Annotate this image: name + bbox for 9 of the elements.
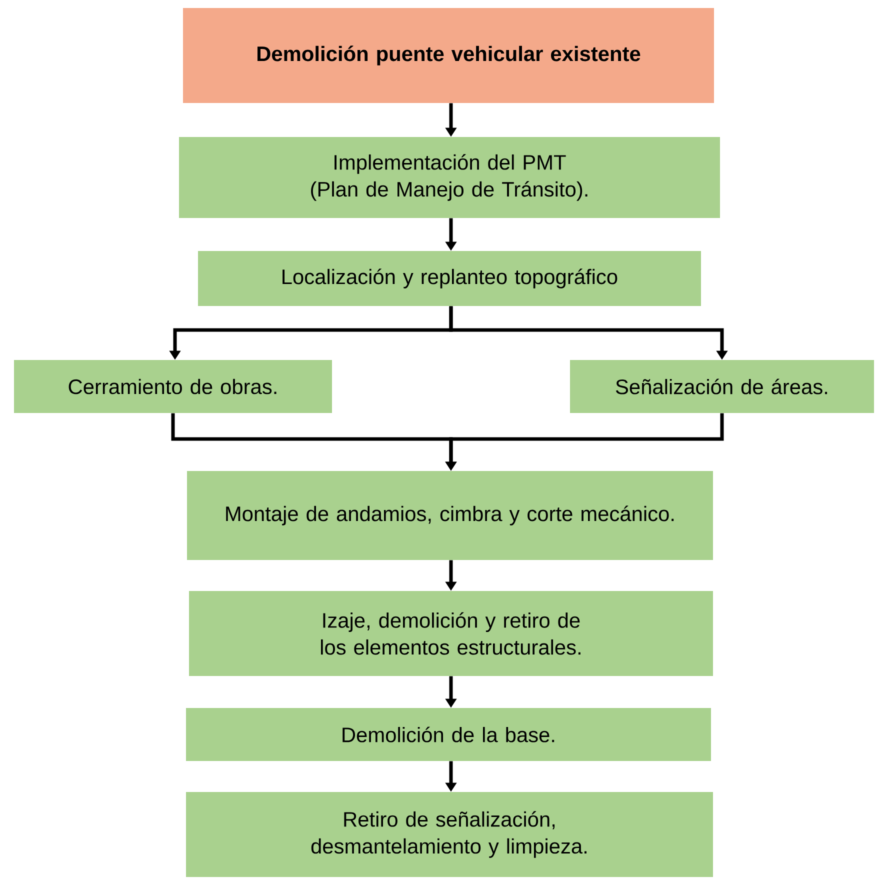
process-box: Señalización de áreas. xyxy=(570,360,874,413)
process-box: Montaje de andamios, cimbra y corte mecánico. xyxy=(187,471,713,560)
process-box: Cerramiento de obras. xyxy=(14,360,332,413)
title-box: Demolición puente vehicular existente xyxy=(183,8,714,103)
process-box: Demolición de la base. xyxy=(186,708,711,761)
process-box: Implementación del PMT (Plan de Manejo de Tránsito). xyxy=(179,137,720,218)
process-box: Retiro de señalización, desmantelamiento y limpieza. xyxy=(186,792,713,877)
process-box: Localización y replanteo topográfico xyxy=(198,251,701,306)
process-box: Izaje, demolición y retiro de los elementos estructurales. xyxy=(189,591,713,676)
